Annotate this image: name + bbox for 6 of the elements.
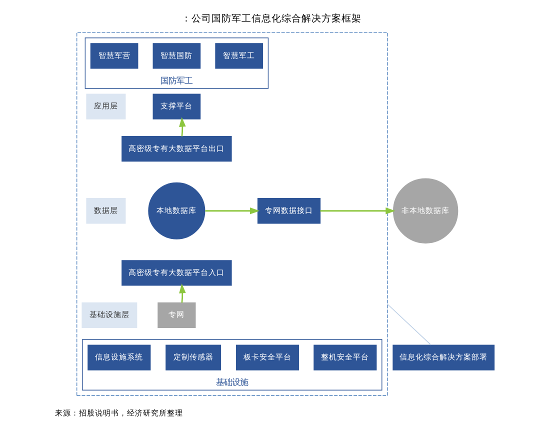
arrow: [320, 207, 395, 214]
connector: [386, 304, 431, 346]
diagram-title: ：公司国防军工信息化综合解决方案框架: [181, 13, 361, 24]
arrow: [178, 117, 186, 136]
arrow: [204, 207, 260, 214]
arrow: [178, 283, 186, 303]
